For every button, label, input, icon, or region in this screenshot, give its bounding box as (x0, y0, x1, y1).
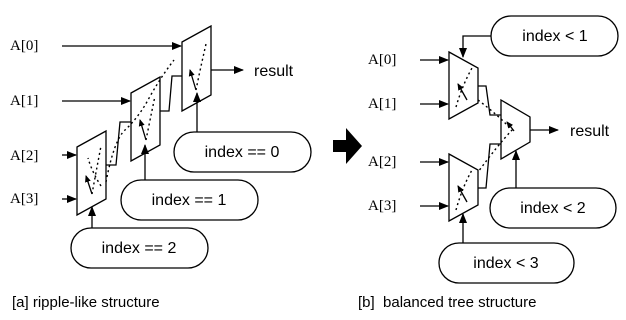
select-arrow-icon (138, 119, 147, 141)
select-arrow-icon (85, 175, 93, 195)
select-arrow-icon (457, 185, 468, 203)
input-label-b0: A[0] (368, 52, 396, 68)
mux-a-stage-0 (181, 24, 212, 113)
mux-b-root (500, 98, 531, 161)
mux-b-upper (448, 50, 479, 121)
dotted-path (145, 95, 156, 141)
input-label-a1: A[1] (10, 93, 38, 109)
panel-a-ripple: A[0] A[1] A[2] A[3] result index == 0 (10, 24, 312, 311)
input-label-a0: A[0] (10, 38, 38, 54)
dotted-path (477, 99, 513, 173)
wire-stage1-to-stage0 (160, 75, 182, 112)
mux-a-stage-2 (76, 129, 107, 217)
select-label-index-lt-3: index < 3 (473, 255, 538, 272)
caption-a: [a] ripple-like structure (12, 294, 160, 311)
select-label-index-lt-2: index < 2 (520, 200, 585, 217)
select-label-index-eq-0: index == 0 (205, 144, 280, 161)
caption-b: [b] balanced tree structure (358, 294, 536, 311)
select-pill-index-eq-0 (173, 131, 312, 173)
select-arrow-icon (506, 121, 515, 132)
select-pill-index-lt-3 (438, 242, 575, 284)
input-label-b3: A[3] (368, 198, 396, 214)
wire-stage2-to-stage1 (106, 121, 131, 166)
select-arrow-icon (188, 69, 197, 91)
mux-b-lower (448, 152, 479, 223)
select-pill-index-eq-1 (120, 179, 259, 221)
input-label-b2: A[2] (368, 154, 396, 170)
input-label-a2: A[2] (10, 148, 38, 164)
input-label-b1: A[1] (368, 96, 396, 112)
dotted-path (87, 157, 102, 187)
mux-a-stage-1 (130, 75, 161, 163)
select-pill-index-eq-2 (70, 227, 209, 269)
output-label-a: result (254, 63, 294, 80)
transform-arrow-icon (333, 128, 362, 164)
select-label-index-eq-1: index == 1 (152, 192, 227, 209)
output-label-b: result (570, 123, 610, 140)
select-label-index-lt-1: index < 1 (522, 28, 587, 45)
select-wire-lt-1 (459, 35, 491, 58)
select-label-index-eq-2: index == 2 (102, 240, 177, 257)
wire-lower-to-root (478, 143, 501, 189)
dotted-path (105, 59, 175, 183)
panel-b-balanced-tree: A[0] A[1] A[2] A[3] result index < 1 ind… (358, 15, 619, 311)
dotted-path (195, 43, 207, 91)
wire-upper-to-root (478, 85, 501, 116)
select-arrow-icon (457, 83, 468, 101)
input-label-a3: A[3] (10, 191, 38, 207)
select-pill-index-lt-2 (489, 187, 617, 229)
